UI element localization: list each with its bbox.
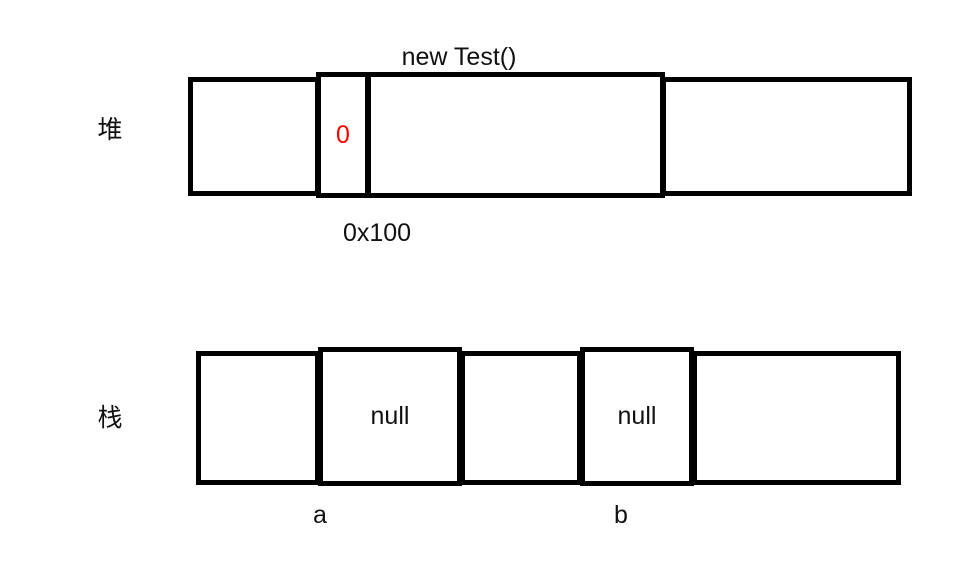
heap-cell-1-text: 0 — [336, 120, 350, 149]
stack-cell-3: null — [580, 347, 694, 486]
stack-cell-2 — [460, 351, 582, 485]
stack-cell-1: null — [318, 347, 462, 486]
heap-row-label: 堆 — [97, 116, 123, 144]
stack-cell-0 — [196, 351, 320, 485]
stack-row-label: 栈 — [97, 404, 123, 432]
stack-cell-4 — [692, 351, 901, 485]
heap-cell-0 — [188, 77, 320, 196]
heap-address-annotation: 0x100 — [342, 219, 412, 247]
heap-cell-2 — [366, 72, 665, 198]
stack-cell-3-text: null — [617, 402, 657, 430]
new-test-annotation: new Test() — [401, 43, 517, 71]
stack-cell-1-text: null — [370, 402, 410, 430]
heap-cell-3 — [661, 77, 912, 196]
stack-var-b-label: b — [614, 501, 628, 529]
heap-cell-1: 0 — [316, 72, 370, 198]
stack-var-a-label: a — [313, 501, 327, 529]
